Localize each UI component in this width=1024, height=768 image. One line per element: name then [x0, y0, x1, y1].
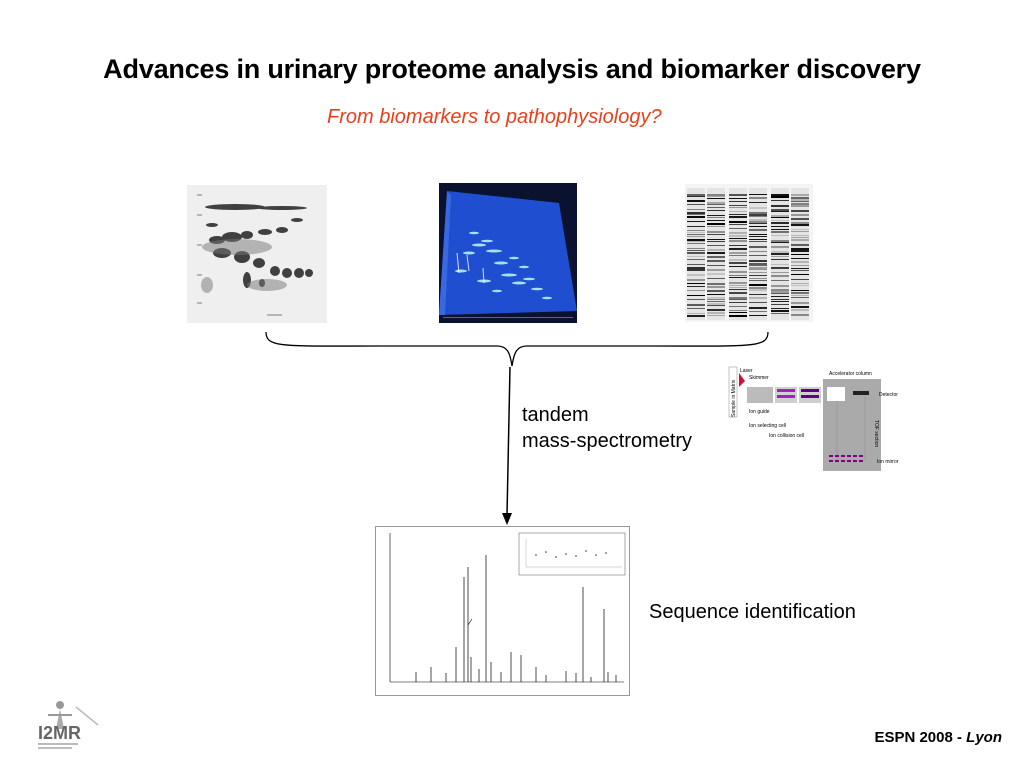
- tof-mass-spectrometer-diagram: Laser Skimmer Sample in Matrix Accelerat…: [727, 365, 912, 471]
- tof-label-tof-section: TOF section: [873, 420, 879, 447]
- tof-label-ion-selecting: Ion selecting cell: [749, 423, 786, 429]
- slide-subtitle: From biomarkers to pathophysiology?: [327, 106, 662, 128]
- tandem-label-line2: mass-spectrometry: [522, 430, 693, 452]
- footer-main: ESPN 2008 -: [874, 729, 967, 746]
- tof-label-ion-mirror: Ion mirror: [877, 459, 899, 465]
- tof-label-sample: Sample in Matrix: [731, 379, 737, 417]
- tof-label-accelerator: Accelerator column: [829, 371, 872, 377]
- tof-label-laser: Laser: [740, 368, 753, 374]
- footer-location: Lyon: [966, 729, 1002, 746]
- tandem-ms-label: tandem mass-spectrometry: [522, 402, 692, 454]
- tandem-label-line1: tandem: [522, 404, 589, 426]
- slide-title: Advances in urinary proteome analysis an…: [103, 54, 921, 84]
- footer-event: ESPN 2008 - Lyon: [874, 729, 1002, 746]
- 3d-spectrum-plot-image: [439, 183, 577, 323]
- 2d-gel-image: [187, 185, 327, 323]
- downward-arrow: [502, 366, 512, 525]
- logo-text: I2MR: [38, 723, 81, 743]
- i2mr-logo: I2MR: [36, 697, 106, 755]
- ms-ms-spectrum-image: [375, 526, 630, 696]
- sequence-identification-label: Sequence identification: [649, 601, 856, 623]
- grouping-brace: [265, 331, 769, 367]
- tof-label-ion-guide: Ion guide: [749, 409, 770, 415]
- tof-label-ion-collision: Ion collision cell: [769, 433, 804, 439]
- 1d-gel-bands-image: [685, 184, 813, 322]
- tof-label-skimmer: Skimmer: [749, 375, 769, 381]
- tof-label-detector: Detector: [879, 392, 898, 398]
